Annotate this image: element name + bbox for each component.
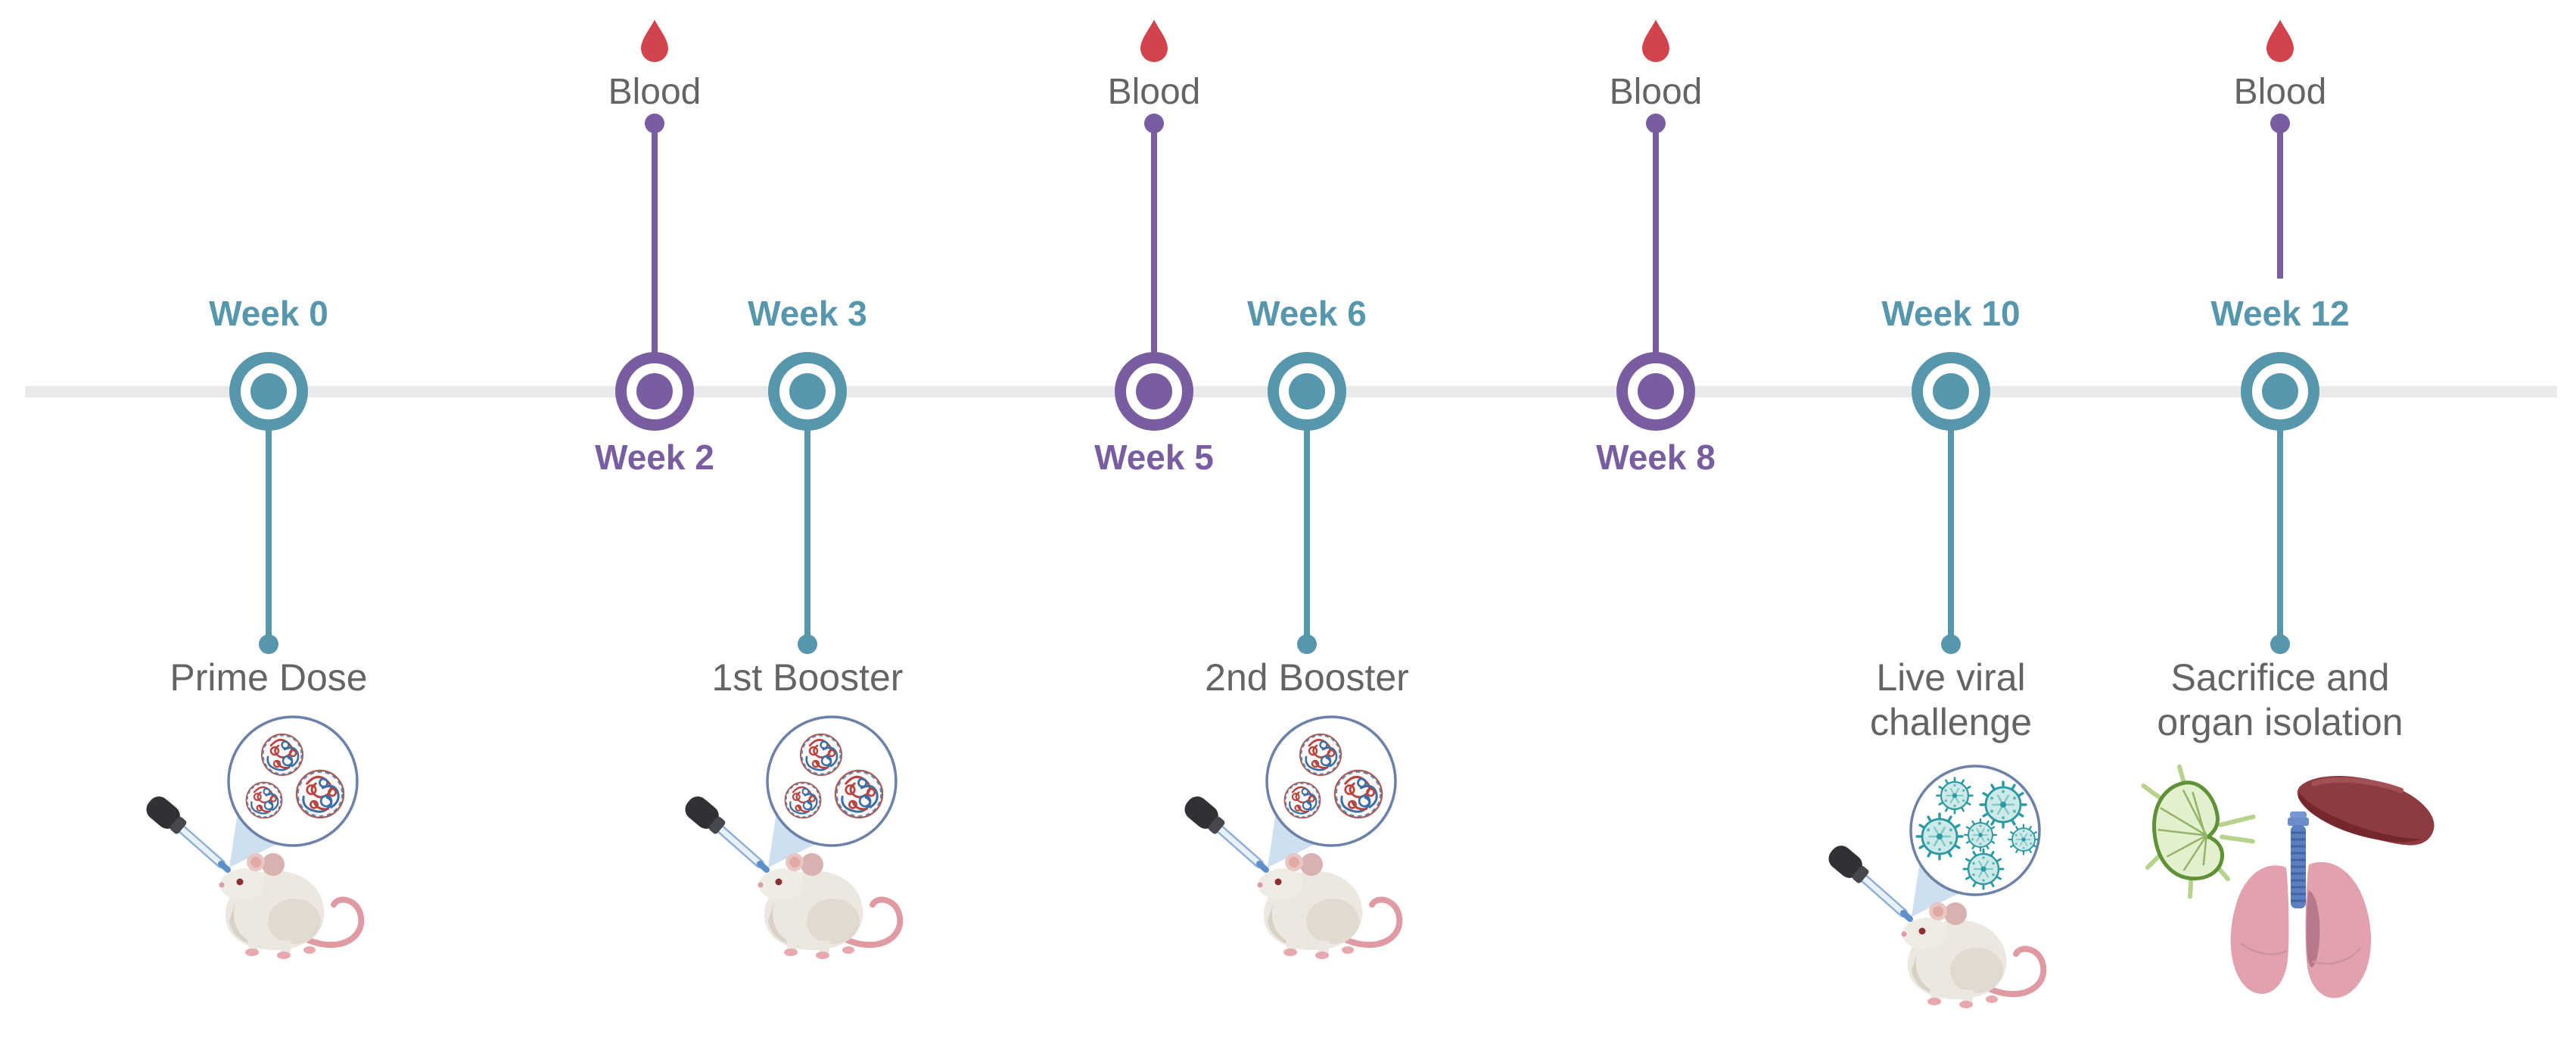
nanoparticle-icon [1283, 781, 1321, 819]
event-connector-line [266, 429, 272, 637]
blood-connector-line [1151, 123, 1157, 353]
blood-drop-icon [641, 20, 668, 62]
viral-challenge-illustration [1784, 761, 2117, 1056]
nanoparticle-icon [1333, 769, 1383, 819]
week-label: Week 5 [1094, 438, 1214, 477]
blood-connector-line [2277, 123, 2283, 279]
timeline-marker [615, 352, 694, 431]
event-label: Live viral challenge [1869, 656, 2033, 743]
timeline-marker-dot [1933, 373, 1969, 410]
blood-drop-icon [1140, 20, 1168, 62]
isolated-organs-illustration [2141, 764, 2434, 998]
nanoparticle-icon [799, 733, 843, 777]
connector-dot [1297, 634, 1317, 654]
timeline-marker-dot [636, 373, 673, 410]
blood-connector-line [652, 123, 658, 353]
connector-dot [1646, 114, 1666, 133]
vaccine-dose-illustration [641, 712, 974, 1007]
timeline-marker [1115, 352, 1193, 431]
spleen-icon [2297, 775, 2434, 846]
vaccine-dose-illustration [1140, 712, 1473, 1007]
timeline-marker [229, 352, 308, 431]
timeline-marker-dot [250, 373, 287, 410]
immunization-timeline-diagram: Week 0 Prime Dose Blood Week 2 Week 3 [25, 20, 2557, 1007]
dropper-mouse-magnifier [681, 717, 901, 959]
timeline-marker-dot [1289, 373, 1325, 410]
timeline-marker-dot [2262, 373, 2298, 410]
blood-label: Blood [608, 72, 702, 112]
week-label: Week 3 [748, 294, 867, 333]
timeline-marker [1268, 352, 1346, 431]
connector-dot [1144, 114, 1164, 133]
event-label: Sacrifice and organ isolation [2157, 656, 2403, 743]
connector-dot [1941, 634, 1961, 654]
nanoparticle-icon [1299, 733, 1342, 777]
event-connector-line [804, 429, 810, 637]
event-connector-line [1948, 429, 1954, 637]
blood-drop-icon [2266, 20, 2294, 62]
dropper-mouse-magnifier [142, 717, 362, 959]
dropper-mouse-magnifier [1181, 717, 1400, 959]
connector-dot [645, 114, 664, 133]
connector-dot [2270, 634, 2290, 654]
nanoparticle-icon [784, 781, 822, 819]
lungs-icon [2230, 861, 2372, 998]
timeline-marker [2241, 352, 2319, 431]
lymph-node-icon [2141, 764, 2256, 899]
nanoparticle-icon [245, 781, 283, 819]
timeline-marker-dot [789, 373, 826, 410]
timeline-marker [1912, 352, 1990, 431]
timeline-marker [1616, 352, 1695, 431]
week-label: Week 6 [1247, 294, 1367, 333]
nanoparticle-icon [260, 733, 304, 777]
timeline-marker-dot [1136, 373, 1172, 410]
blood-label: Blood [1609, 72, 1703, 112]
connector-dot [2270, 114, 2290, 133]
week-label: Week 0 [209, 294, 328, 333]
nanoparticle-icon [295, 769, 345, 819]
timeline-marker [768, 352, 847, 431]
week-label: Week 12 [2210, 294, 2350, 333]
blood-label: Blood [2233, 72, 2327, 112]
blood-connector-line [1653, 123, 1659, 353]
event-label: 2nd Booster [1205, 656, 1409, 699]
connector-dot [798, 634, 817, 654]
week-label: Week 8 [1596, 438, 1716, 477]
week-label: Week 2 [595, 438, 714, 477]
week-label: Week 10 [1881, 294, 2021, 333]
timeline-marker-dot [1638, 373, 1674, 410]
event-connector-line [2277, 429, 2283, 637]
connector-dot [259, 634, 278, 654]
event-label: 1st Booster [711, 656, 904, 699]
blood-drop-icon [1642, 20, 1669, 62]
nanoparticle-icon [834, 769, 884, 819]
trachea-icon [2288, 811, 2309, 908]
vaccine-dose-illustration [102, 712, 435, 1007]
event-connector-line [1304, 429, 1310, 637]
blood-label: Blood [1107, 72, 1201, 112]
event-label: Prime Dose [170, 656, 368, 699]
